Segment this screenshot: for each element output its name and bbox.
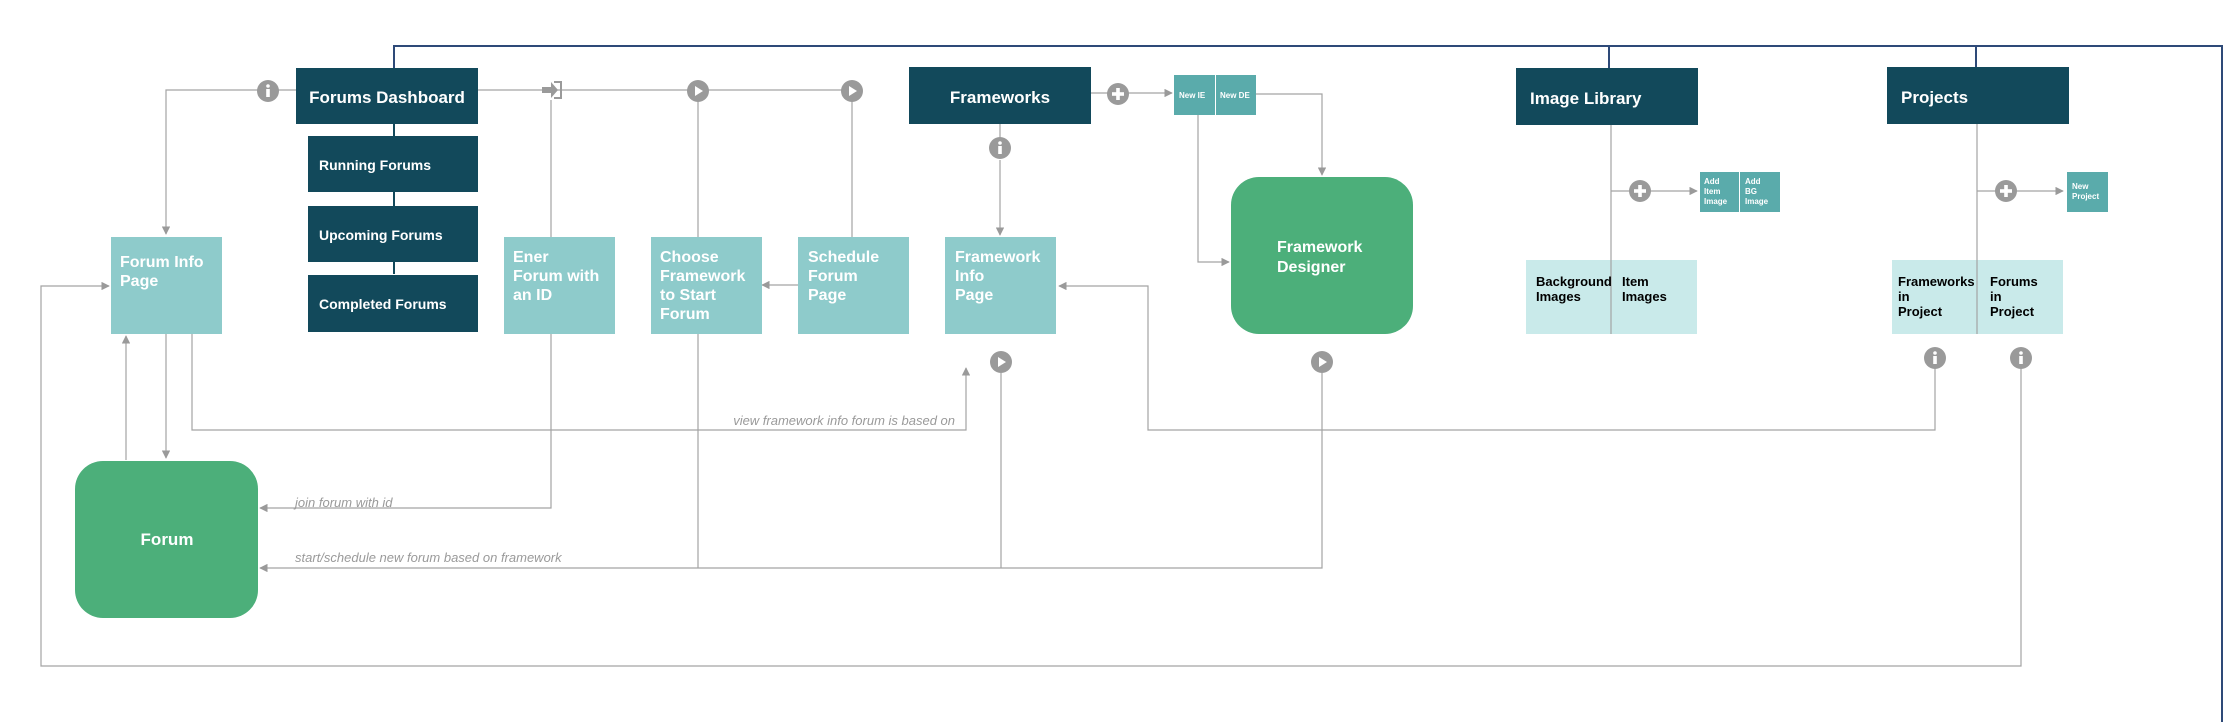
add-bg-image-line: Image (1745, 197, 1769, 206)
svg-text:Framework Info Pag: Framework Info Page (955, 249, 1045, 304)
view-framework-info-label: view framework info forum is based on (733, 413, 955, 428)
item-images-line: Item (1622, 274, 1649, 289)
add-item-image-line: Add (1704, 177, 1720, 186)
schedule-forum-page-node[interactable]: Schedule Forum Page (798, 237, 909, 334)
info-icon[interactable] (1924, 347, 1946, 369)
choose-framework-page-line: Framework (660, 268, 745, 285)
forums-dashboard-node[interactable]: Forums Dashboard (296, 68, 478, 124)
new-project-line: New (2072, 182, 2089, 191)
svg-text:Framework Designer: Framework Designer (1277, 239, 1367, 276)
item-images-line: Images (1622, 289, 1667, 304)
background-images-line: Background (1536, 274, 1612, 289)
schedule-forum-page-line: Schedule (808, 249, 879, 266)
new-de-label: New DE (1220, 91, 1250, 100)
info-icon[interactable] (989, 137, 1011, 159)
forum-info-page-line: Page (120, 273, 158, 290)
forum-info-page-node[interactable]: Forum Info Page (111, 237, 222, 334)
frameworks-node[interactable]: Frameworks (909, 67, 1091, 124)
framework-designer-node[interactable]: Framework Designer (1231, 177, 1413, 334)
svg-text:Add BG Image: Add BG Image (1745, 177, 1769, 206)
framework-info-page-line: Page (955, 287, 993, 304)
add-bg-image-button[interactable]: Add BG Image (1740, 172, 1780, 212)
projects-panel: Frameworks in Project Forums in Project (1892, 260, 2063, 334)
running-forums-label: Running Forums (319, 157, 431, 173)
background-images-line: Images (1536, 289, 1581, 304)
svg-text:Schedule Forum Pag: Schedule Forum Page (808, 249, 884, 304)
play-icon[interactable] (841, 80, 863, 102)
plus-icon[interactable] (1995, 180, 2017, 202)
framework-info-page-line: Info (955, 268, 985, 285)
sign-in-icon[interactable] (542, 81, 562, 99)
new-project-line: Project (2072, 192, 2099, 201)
image-library-label: Image Library (1530, 89, 1642, 108)
svg-text:Forum Info Page: Forum Info Page (120, 254, 208, 290)
new-ie-button[interactable]: New IE (1174, 75, 1215, 115)
choose-framework-page-line: to Start (660, 287, 717, 304)
frameworks-in-project-line: Frameworks (1898, 274, 1975, 289)
svg-text:Frameworks in Proj: Frameworks in Project (1898, 274, 1978, 319)
forums-in-project-line: Forums (1990, 274, 2038, 289)
svg-text:New Project: New Project (2072, 182, 2099, 201)
play-icon[interactable] (687, 80, 709, 102)
framework-designer-line: Designer (1277, 259, 1345, 276)
forums-dashboard-label: Forums Dashboard (309, 88, 465, 107)
info-icon[interactable] (2010, 347, 2032, 369)
forum-node[interactable]: Forum (75, 461, 258, 618)
image-library-node[interactable]: Image Library (1516, 68, 1698, 125)
frameworks-in-project-line: Project (1898, 304, 1943, 319)
enter-forum-page-line: Ener (513, 249, 549, 266)
start-schedule-label: start/schedule new forum based on framew… (295, 550, 563, 565)
play-icon[interactable] (1311, 351, 1333, 373)
enter-forum-page-node[interactable]: Ener Forum with an ID (504, 237, 615, 334)
add-bg-image-line: Add (1745, 177, 1761, 186)
add-item-image-line: Image (1704, 197, 1728, 206)
framework-info-page-node[interactable]: Framework Info Page (945, 237, 1056, 334)
forum-info-page-line: Forum Info (120, 254, 204, 271)
framework-info-page-line: Framework (955, 249, 1040, 266)
info-icon[interactable] (257, 80, 279, 102)
flow-connectors (40, 88, 2064, 667)
framework-designer-line: Framework (1277, 239, 1362, 256)
svg-text:Item Images: Item Images (1622, 274, 1667, 304)
add-item-image-button[interactable]: Add Item Image (1700, 172, 1739, 212)
projects-label: Projects (1901, 88, 1968, 107)
play-icon[interactable] (990, 351, 1012, 373)
enter-forum-page-line: an ID (513, 287, 552, 304)
new-de-button[interactable]: New DE (1216, 75, 1256, 115)
join-forum-label: join forum with id (293, 495, 393, 510)
add-bg-image-line: BG (1745, 187, 1757, 196)
enter-forum-page-line: Forum with (513, 268, 599, 285)
schedule-forum-page-line: Forum (808, 268, 858, 285)
plus-icon[interactable] (1107, 83, 1129, 105)
upcoming-forums-node[interactable]: Upcoming Forums (308, 206, 478, 262)
forum-label: Forum (141, 530, 194, 549)
frameworks-in-project-line: in (1898, 289, 1910, 304)
completed-forums-label: Completed Forums (319, 296, 447, 312)
svg-text:Background Images: Background Images (1536, 274, 1615, 304)
running-forums-node[interactable]: Running Forums (308, 136, 478, 192)
forums-in-project-line: Project (1990, 304, 2035, 319)
add-item-image-line: Item (1704, 187, 1720, 196)
svg-text:Choose Framework t: Choose Framework to Start Forum (660, 249, 750, 323)
upcoming-forums-label: Upcoming Forums (319, 227, 443, 243)
image-library-panel: Background Images Item Images (1526, 260, 1697, 334)
forums-in-project-line: in (1990, 289, 2002, 304)
top-nav-connector (393, 45, 2223, 722)
svg-text:Forums in Project: Forums in Project (1990, 274, 2041, 319)
svg-text:Add Item Image: Add Item Image (1704, 177, 1728, 206)
new-project-button[interactable]: New Project (2067, 172, 2108, 212)
new-ie-label: New IE (1179, 91, 1206, 100)
frameworks-label: Frameworks (950, 88, 1050, 107)
plus-icon[interactable] (1629, 180, 1651, 202)
projects-node[interactable]: Projects (1887, 67, 2069, 124)
choose-framework-page-line: Choose (660, 249, 719, 266)
choose-framework-page-node[interactable]: Choose Framework to Start Forum (651, 237, 762, 334)
choose-framework-page-line: Forum (660, 306, 710, 323)
schedule-forum-page-line: Page (808, 287, 846, 304)
completed-forums-node[interactable]: Completed Forums (308, 275, 478, 332)
svg-text:Ener Forum with an: Ener Forum with an ID (513, 249, 604, 304)
